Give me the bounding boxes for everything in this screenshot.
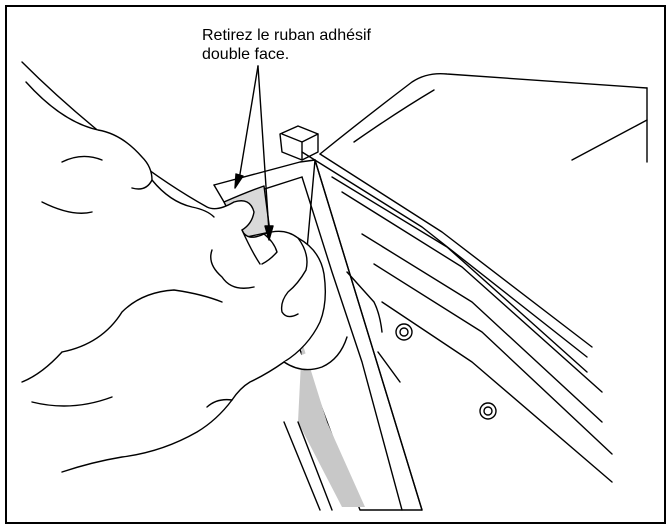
leader-arrows xyxy=(234,65,274,241)
trim-strip xyxy=(213,159,423,511)
illustration-frame: Retirez le ruban adhésif double face. xyxy=(5,5,666,524)
callout-line-2: double face. xyxy=(202,46,290,63)
callout-label: Retirez le ruban adhésif double face. xyxy=(202,26,371,64)
screw-holes xyxy=(395,323,497,420)
installation-illustration xyxy=(21,61,648,511)
callout-line-1: Retirez le ruban adhésif xyxy=(202,27,371,44)
hand-and-arm xyxy=(21,61,348,473)
appliance-top xyxy=(279,72,648,483)
